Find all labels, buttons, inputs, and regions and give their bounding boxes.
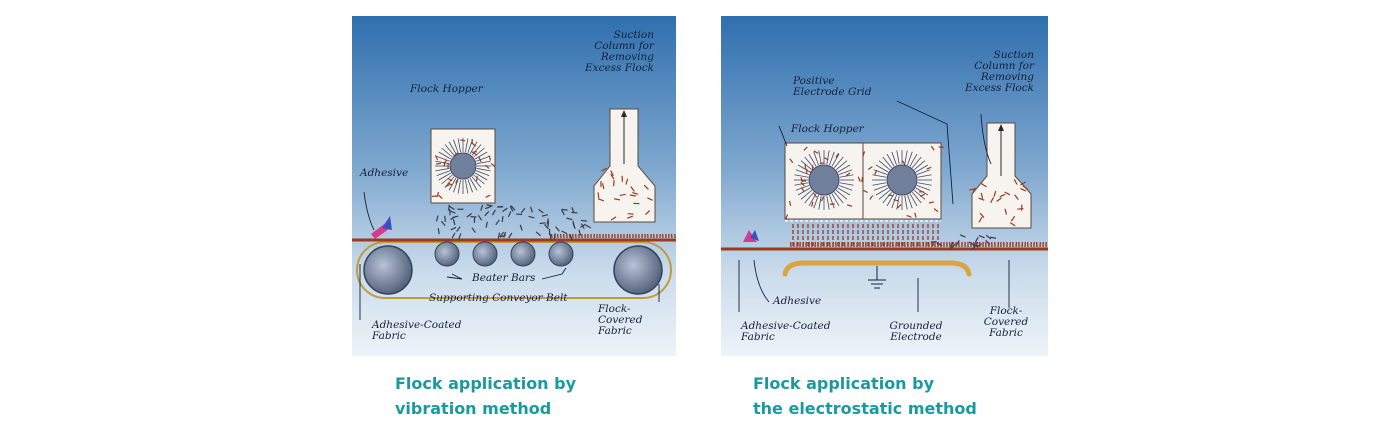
positive-electrode-grid-label: Positive Electrode Grid	[793, 75, 872, 98]
conveyor-belt	[356, 241, 672, 299]
hopper-brush	[431, 138, 496, 199]
vibration-caption: Flock application by vibration method	[395, 374, 577, 418]
flock-covered-fabric-label: Flock- Covered Fabric	[598, 303, 643, 337]
suction-flock	[969, 178, 1029, 227]
pointer-lines	[738, 100, 1010, 312]
electrostatic-caption: Flock application by the electrostatic m…	[753, 374, 977, 418]
adhesive-label: Adhesive	[773, 295, 822, 307]
end-roller-right	[613, 245, 663, 295]
hopper-drum-left	[808, 164, 840, 196]
conveyor-belt-label: Supporting Conveyor Belt	[429, 292, 568, 304]
adhesive-coated-fabric-label: Adhesive-Coated Fabric	[741, 320, 831, 343]
suction-column-label: Suction Column for Removing Excess Flock	[584, 29, 654, 74]
suction-column	[593, 108, 656, 223]
flock-hopper-label: Flock Hopper	[410, 83, 483, 95]
electrostatic-illustration	[721, 16, 1048, 356]
beater-bars	[434, 241, 574, 267]
hopper-drum-right	[886, 164, 918, 196]
beater-bars-label: Beater Bars	[472, 272, 536, 284]
falling-flock	[792, 224, 997, 250]
vibration-illustration	[352, 16, 676, 356]
adhesive-label: Adhesive	[360, 167, 409, 179]
ground-symbol	[868, 266, 886, 289]
flock-covered-fabric-label: Flock- Covered Fabric	[983, 305, 1029, 339]
adhesive-coated-fabric-label: Adhesive-Coated Fabric	[372, 319, 462, 342]
grounded-electrode-label: Grounded Electrode	[889, 320, 943, 343]
electrostatic-diagram: Suction Column for Removing Excess Flock…	[721, 16, 1048, 356]
flock-hopper-label: Flock Hopper	[791, 123, 864, 135]
pointer-lines	[359, 191, 660, 320]
end-roller-left	[363, 245, 413, 295]
falling-flock	[435, 204, 592, 241]
hopper-drum	[449, 152, 477, 180]
vibration-diagram: Suction Column for Removing Excess Flock…	[352, 16, 676, 356]
grounded-electrode	[782, 260, 972, 277]
suction-flock	[597, 167, 654, 221]
suction-column-label: Suction Column for Removing Excess Flock	[964, 49, 1034, 94]
hopper-brush	[785, 145, 944, 220]
